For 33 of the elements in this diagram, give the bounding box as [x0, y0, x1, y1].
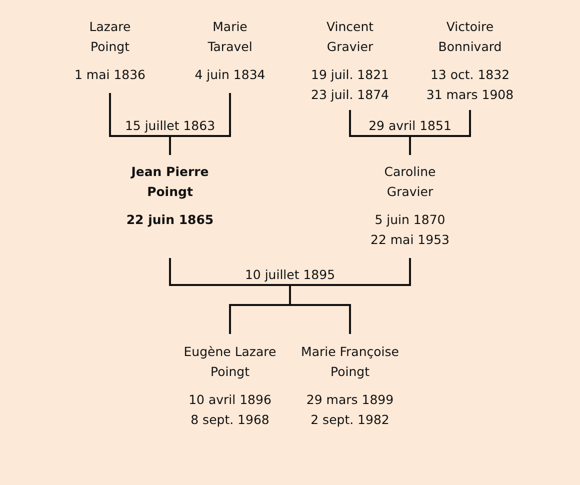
- family-line: [409, 136, 411, 155]
- family-line: [290, 258, 411, 286]
- family-line: [289, 285, 351, 334]
- date-text: 13 oct. 1832: [430, 66, 510, 84]
- date-text: 23 juil. 1874: [311, 86, 389, 104]
- date-text: 31 mars 1908: [426, 86, 514, 104]
- date-text: 29 mars 1899: [306, 391, 394, 409]
- date-text: 2 sept. 1982: [310, 411, 390, 429]
- family-line: [169, 136, 171, 155]
- person-name: Eugène Lazare Poingt: [182, 343, 278, 381]
- family-line: [170, 93, 231, 137]
- person-name: Caroline Gravier: [383, 163, 437, 201]
- person-name: Jean Pierre Poingt: [130, 163, 210, 201]
- person-name: Marie Taravel: [206, 18, 254, 56]
- date-text: 10 avril 1896: [188, 391, 272, 409]
- marriage-date: 10 juillet 1895: [244, 266, 336, 284]
- marriage-date: 29 avril 1851: [368, 117, 452, 135]
- date-text: 22 juin 1865: [126, 211, 214, 229]
- family-line: [349, 110, 410, 137]
- person-name: Vincent Gravier: [325, 18, 375, 56]
- family-line: [109, 93, 170, 137]
- date-text: 19 juil. 1821: [311, 66, 389, 84]
- person-name: Marie Françoise Poingt: [300, 343, 400, 381]
- date-text: 22 mai 1953: [370, 231, 450, 249]
- family-line: [410, 110, 471, 137]
- person-name: Lazare Poingt: [88, 18, 132, 56]
- date-text: 4 juin 1834: [194, 66, 266, 84]
- date-text: 1 mai 1836: [74, 66, 146, 84]
- marriage-date: 15 juillet 1863: [124, 117, 216, 135]
- family-line: [169, 258, 290, 286]
- date-text: 8 sept. 1968: [190, 411, 270, 429]
- person-name: Victoire Bonnivard: [437, 18, 503, 56]
- date-text: 5 juin 1870: [374, 211, 446, 229]
